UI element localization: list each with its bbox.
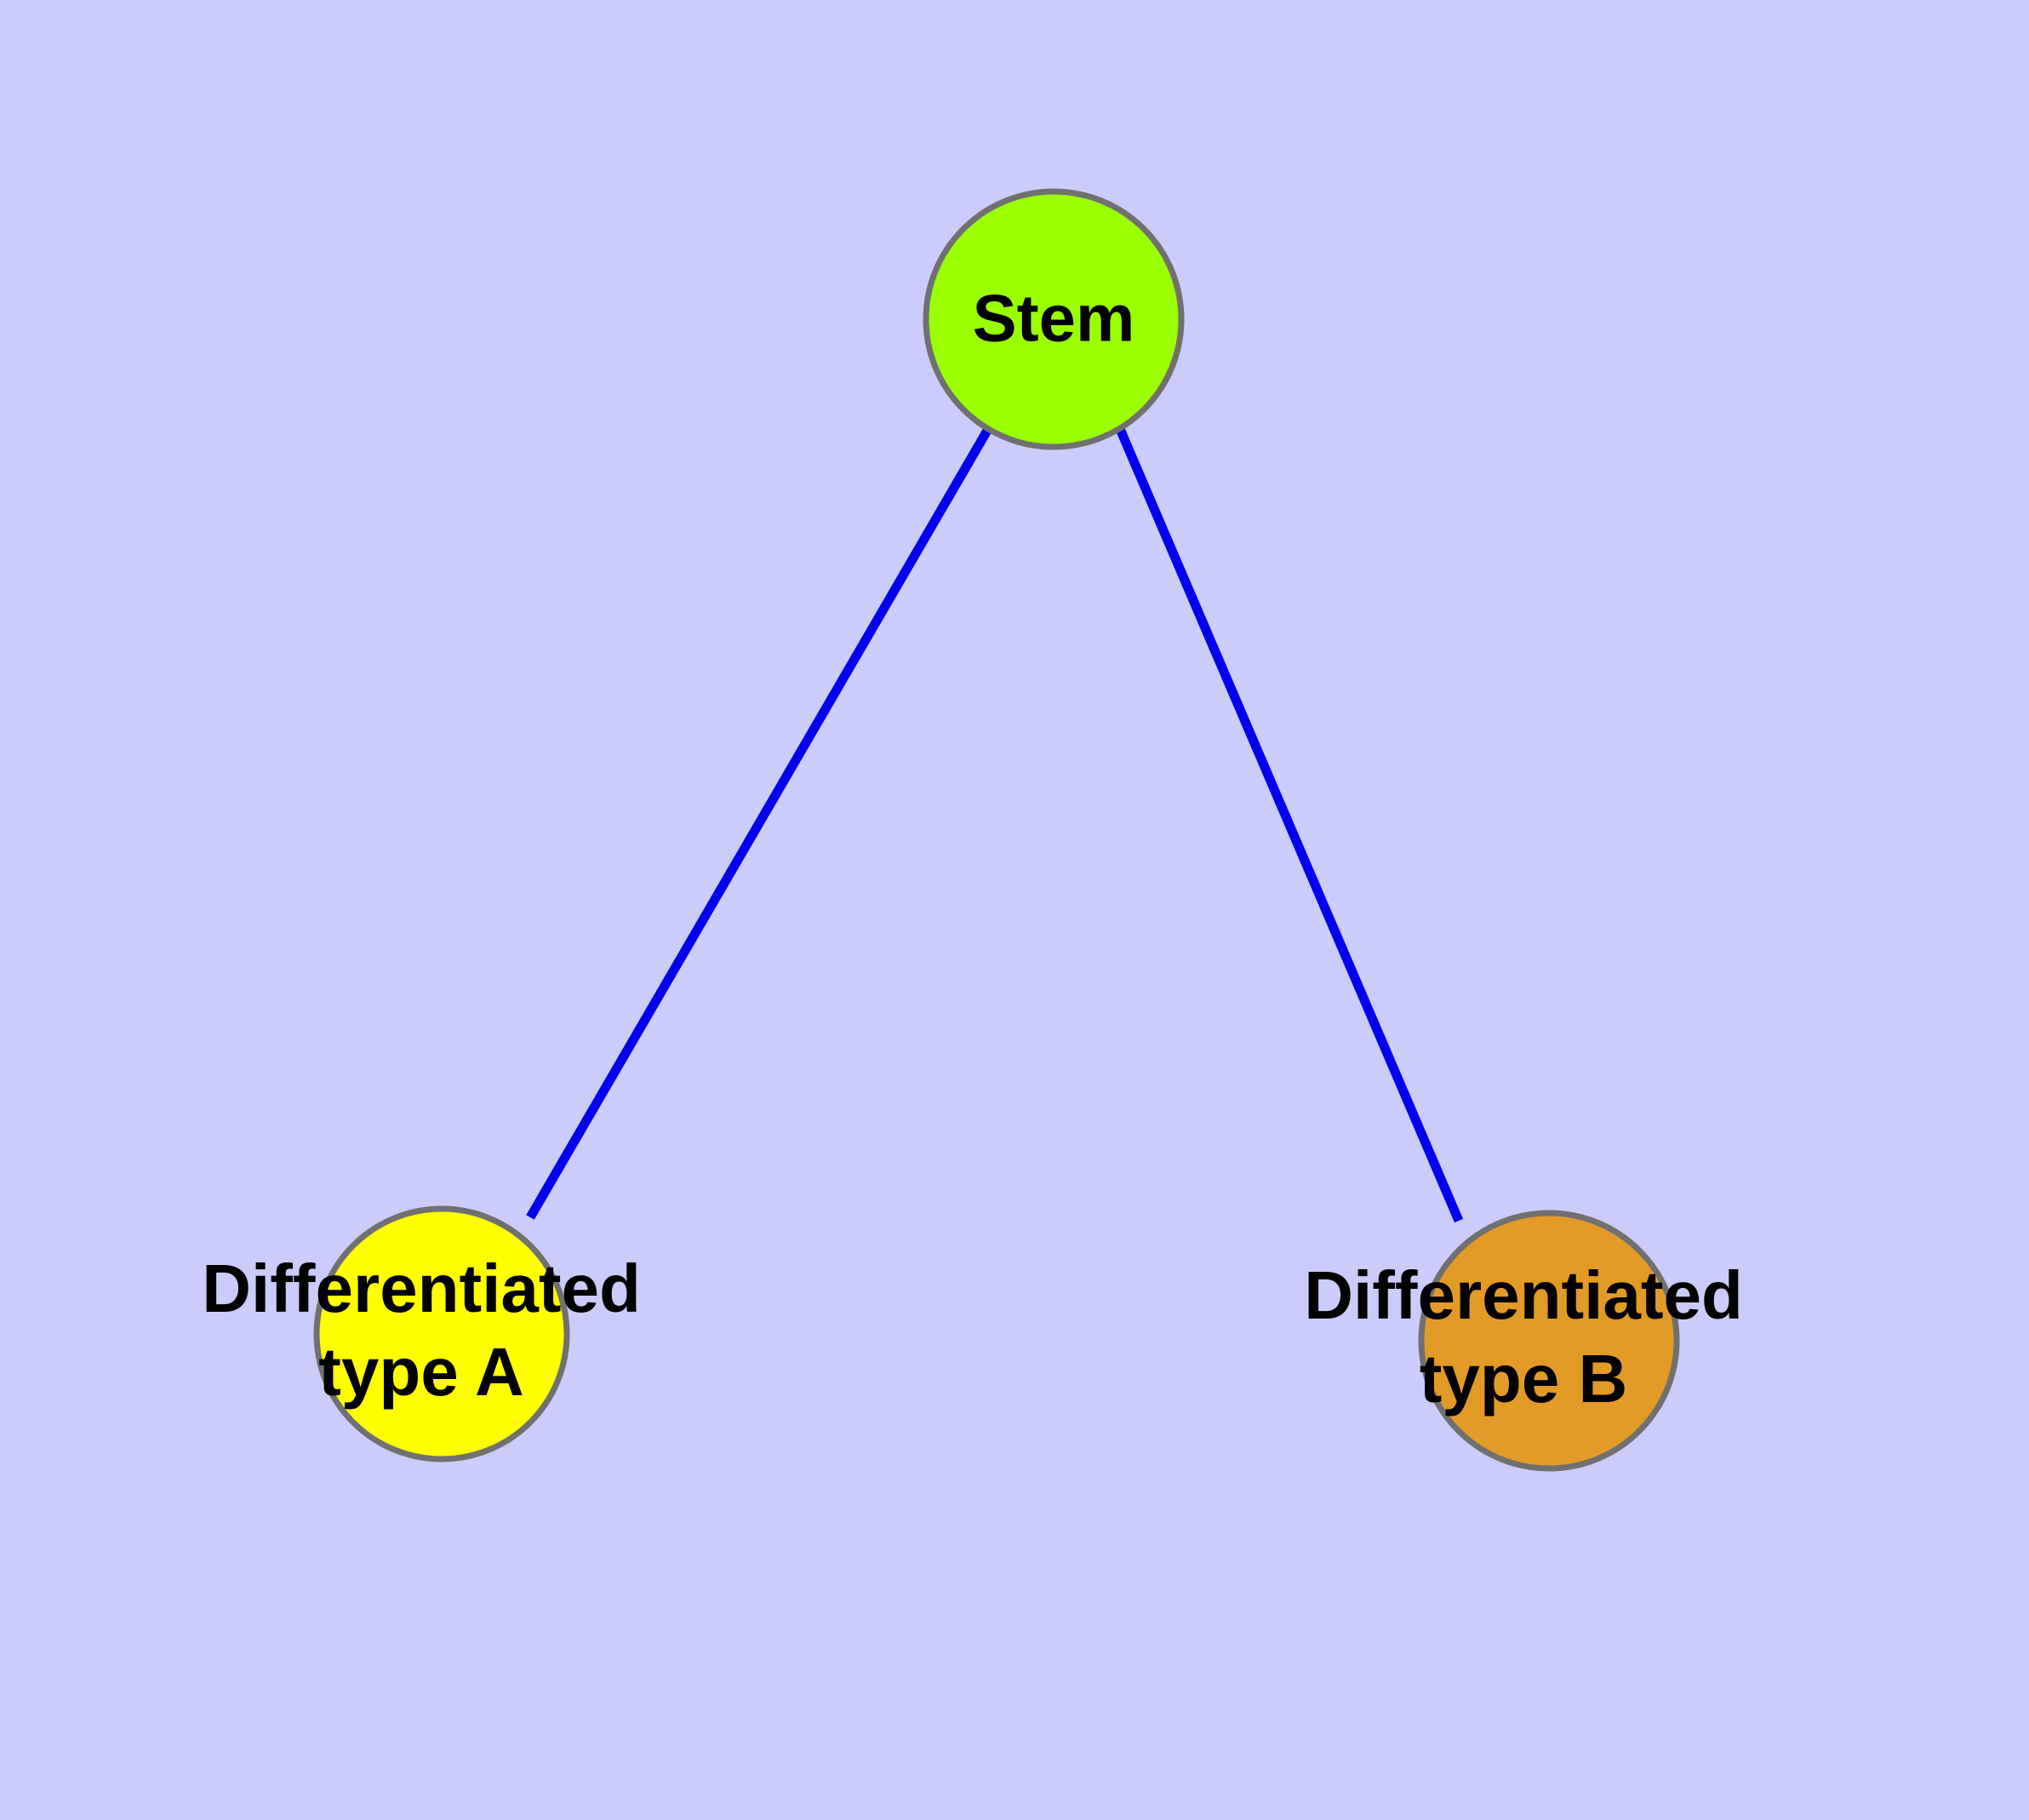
edge-group: [526, 426, 1464, 1223]
node-stem-circle[interactable]: [923, 188, 1185, 450]
node-differentiated-type-b[interactable]: Differentiated type B: [1304, 1210, 1743, 1472]
node-differentiated-type-b-label-line1: Differentiated: [1304, 1257, 1743, 1333]
node-differentiated-type-a-circle[interactable]: [313, 1205, 570, 1462]
node-stem[interactable]: Stem: [923, 188, 1185, 450]
edge-stem-to-differentiated-b[interactable]: [1115, 426, 1464, 1223]
node-differentiated-type-a-label-line1: Differentiated: [202, 1251, 641, 1326]
node-stem-label: Stem: [973, 281, 1135, 356]
node-differentiated-type-b-circle[interactable]: [1418, 1210, 1680, 1472]
edge-stem-to-differentiated-a[interactable]: [526, 426, 992, 1220]
node-differentiated-type-b-label-line2: type B: [1420, 1341, 1628, 1417]
node-differentiated-type-a-label-line2: type A: [318, 1334, 524, 1410]
node-differentiated-type-a[interactable]: Differentiated type A: [202, 1205, 641, 1462]
